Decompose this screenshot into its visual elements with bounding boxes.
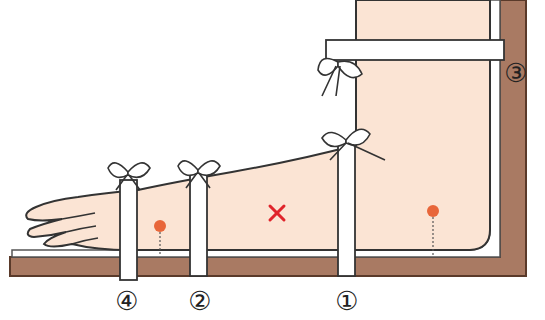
leader-line (159, 232, 160, 256)
bandage-bow (108, 163, 150, 190)
splint-padding (12, 0, 500, 257)
bandage-bow (322, 129, 385, 160)
bandage-band (120, 180, 137, 280)
bandage-band (190, 172, 207, 276)
callout-number: ① (335, 286, 358, 316)
arm (26, 0, 490, 250)
pressure-point (427, 205, 439, 217)
callout-number: ③ (504, 58, 527, 88)
pressure-point (154, 220, 166, 232)
bandage-band (326, 40, 504, 60)
finger-lines (62, 213, 98, 244)
splint-board (10, 0, 526, 276)
bandage-bow (178, 161, 220, 188)
callout-number: ② (188, 286, 211, 316)
leader-line (432, 217, 433, 256)
callout-number: ④ (115, 286, 138, 316)
bandage-bow (318, 58, 362, 96)
bandage-band (338, 140, 355, 276)
fracture-mark (270, 206, 284, 220)
